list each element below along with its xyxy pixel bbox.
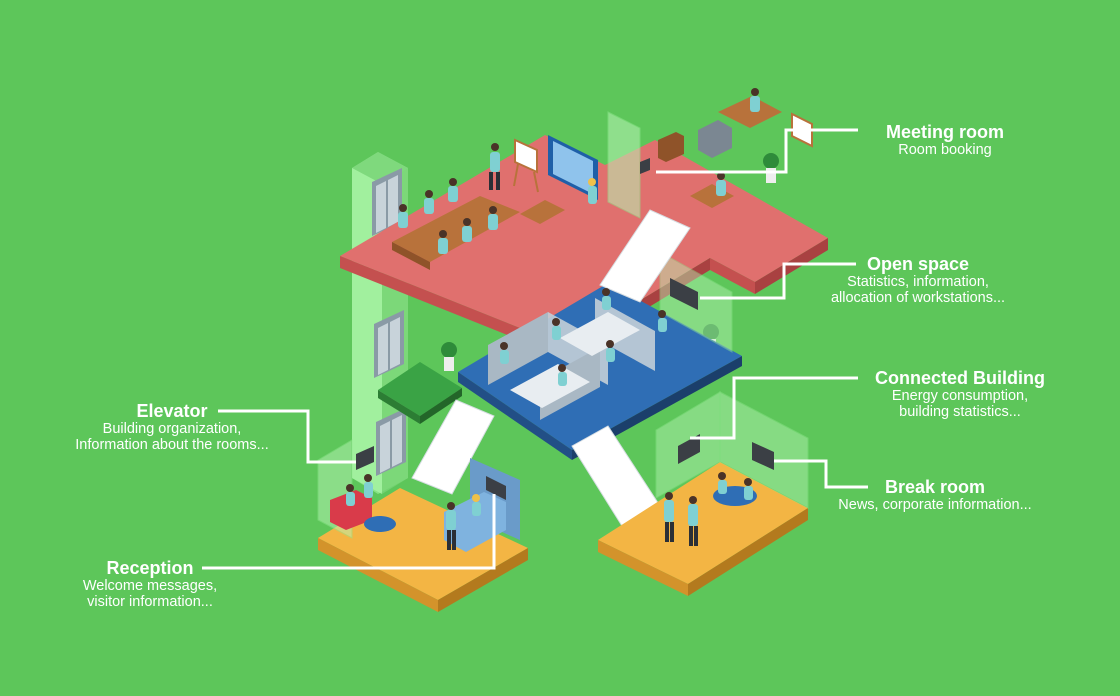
reception-desc-1: Welcome messages, [82, 578, 218, 594]
open-space-desc-2: allocation of workstations... [830, 290, 1006, 306]
elevator-desc-1: Building organization, [102, 421, 242, 437]
open-space-desc-1: Statistics, information, [847, 274, 989, 290]
connected-building-connector [690, 376, 858, 440]
meeting-room-title: Meeting room [885, 122, 1004, 142]
reception-floor [317, 439, 528, 612]
elevator-icon [352, 152, 408, 494]
open-space-title: Open space [866, 254, 970, 274]
elevator-callout: Elevator Building organization, Informat… [52, 401, 292, 453]
connected-building-title: Connected Building [875, 368, 1045, 388]
reception-connector [202, 494, 496, 570]
meeting-room-callout: Meeting room Room booking [858, 122, 1032, 158]
break-room-desc: News, corporate information... [838, 497, 1032, 513]
elevator-desc-2: Information about the rooms... [75, 437, 269, 453]
connected-building-callout: Connected Building Energy consumption, b… [860, 368, 1060, 420]
reception-title: Reception [106, 558, 194, 578]
reception-desc-2: visitor information... [87, 594, 213, 610]
stairs-icon [411, 209, 691, 527]
break-room-callout: Break room News, corporate information..… [820, 477, 1050, 513]
meeting-room-connector [656, 128, 858, 174]
reception-callout: Reception Welcome messages, visitor info… [60, 558, 240, 610]
stair-landing [378, 362, 462, 424]
open-space-floor [458, 251, 742, 460]
screen-icon [356, 158, 774, 500]
person-icon [346, 88, 760, 550]
elevator-title: Elevator [136, 401, 208, 421]
meeting-room-floor [340, 96, 828, 358]
connected-building-desc-1: Energy consumption, [891, 388, 1029, 404]
connected-building-desc-2: building statistics... [899, 404, 1021, 420]
meeting-room-desc: Room booking [898, 142, 992, 158]
callout-lines [202, 128, 868, 570]
break-room-title: Break room [884, 477, 986, 497]
break-room-connector [774, 459, 868, 489]
open-space-connector [700, 262, 856, 300]
elevator-connector [218, 409, 356, 464]
open-space-callout: Open space Statistics, information, allo… [808, 254, 1028, 306]
